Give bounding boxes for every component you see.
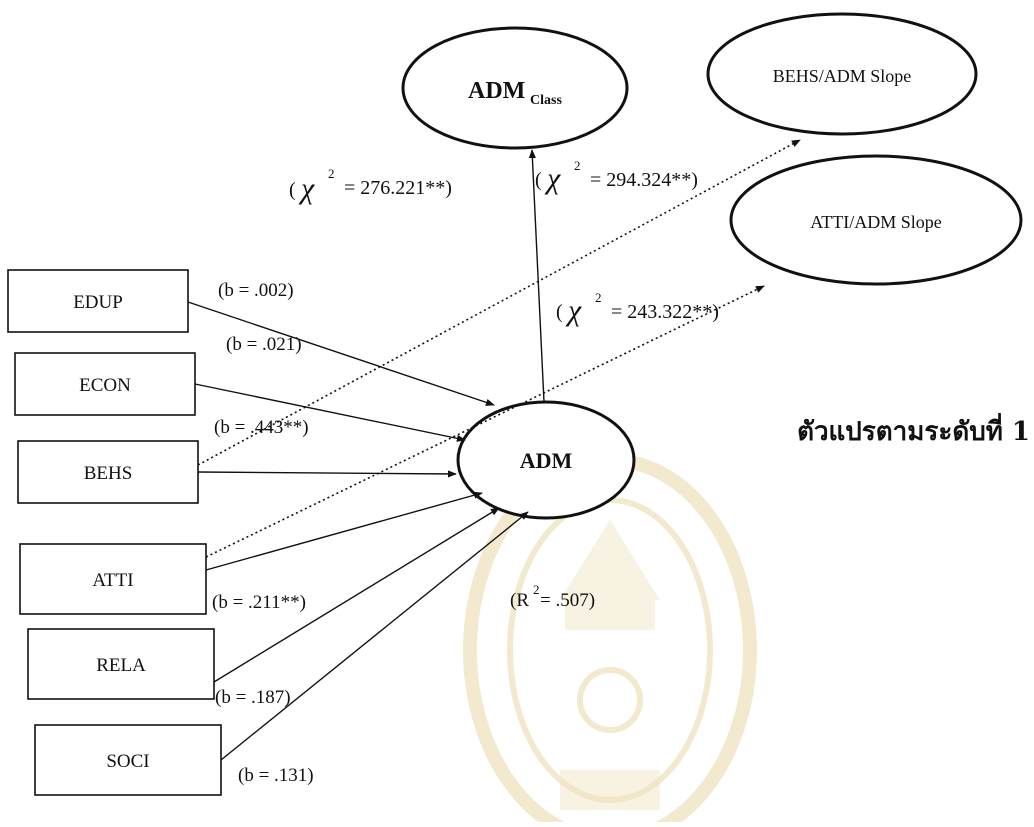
node-adm-class: ADM Class — [401, 26, 629, 150]
coef-atti: (b = .211**) — [212, 592, 306, 613]
path-econ-adm — [194, 383, 466, 442]
node-behs-slope-label: BEHS/ADM Slope — [773, 66, 912, 86]
coef-behs: (b = .443**) — [214, 417, 309, 438]
chi-class-value: = 276.221**) — [344, 177, 452, 199]
path-adm-class — [528, 149, 545, 403]
node-adm-class-main: ADM — [468, 78, 525, 104]
node-rela: RELA — [27, 628, 215, 700]
chi-class-symbol: χ — [298, 172, 315, 205]
node-econ: ECON — [14, 352, 196, 416]
node-edup: EDUP — [7, 269, 189, 333]
chi-square-class: ( χ 2 = 276.221**) — [289, 166, 452, 205]
path-rela-adm — [213, 507, 500, 683]
node-adm-label: ADM — [520, 448, 573, 473]
coef-rela: (b = .187) — [215, 687, 291, 708]
chi-atti-value: = 243.322**) — [611, 301, 719, 323]
chi-atti-paren: ( — [556, 301, 563, 323]
chi-behs-paren: ( — [535, 169, 542, 191]
path-behs-slope — [197, 139, 801, 466]
node-atti: ATTI — [19, 543, 207, 615]
node-behs-slope: BEHS/ADM Slope — [706, 12, 978, 136]
r-squared: (R 2 = .507) — [510, 582, 595, 611]
r-squared-power: 2 — [533, 582, 540, 597]
chi-behs-symbol: χ — [544, 162, 561, 195]
chi-class-power: 2 — [328, 166, 335, 181]
node-behs-label: BEHS — [84, 463, 133, 484]
chi-behs-power: 2 — [574, 158, 581, 173]
chi-square-behs-slope: ( χ 2 = 294.324**) — [535, 158, 698, 195]
node-edup-label: EDUP — [73, 292, 123, 313]
node-rela-label: RELA — [96, 655, 146, 676]
node-atti-label: ATTI — [92, 570, 133, 591]
chi-class-paren: ( — [289, 179, 296, 201]
node-atti-slope-label: ATTI/ADM Slope — [810, 212, 942, 232]
path-soci-adm — [220, 511, 529, 761]
node-econ-label: ECON — [79, 375, 131, 396]
chi-atti-power: 2 — [595, 290, 602, 305]
node-adm-class-sub: Class — [530, 93, 562, 108]
node-behs: BEHS — [17, 440, 199, 504]
chi-square-atti-slope: ( χ 2 = 243.322**) — [556, 290, 719, 327]
coef-soci: (b = .131) — [238, 765, 314, 786]
path-atti-slope — [205, 285, 765, 558]
node-adm: ADM — [456, 400, 636, 520]
node-atti-slope: ATTI/ADM Slope — [729, 154, 1023, 286]
level-label: ตัวแปรตามระดับที่ 1 — [797, 412, 1030, 447]
path-atti-adm — [205, 491, 483, 571]
coef-edup: (b = .002) — [218, 280, 294, 301]
r-squared-open: (R — [510, 590, 529, 611]
coef-econ: (b = .021) — [226, 334, 302, 355]
chi-behs-value: = 294.324**) — [590, 169, 698, 191]
path-behs-adm — [197, 470, 457, 478]
path-edup-adm — [187, 301, 495, 406]
node-soci-label: SOCI — [106, 751, 149, 772]
r-squared-value: = .507) — [540, 590, 595, 611]
node-soci: SOCI — [34, 724, 222, 796]
chi-atti-symbol: χ — [565, 294, 582, 327]
